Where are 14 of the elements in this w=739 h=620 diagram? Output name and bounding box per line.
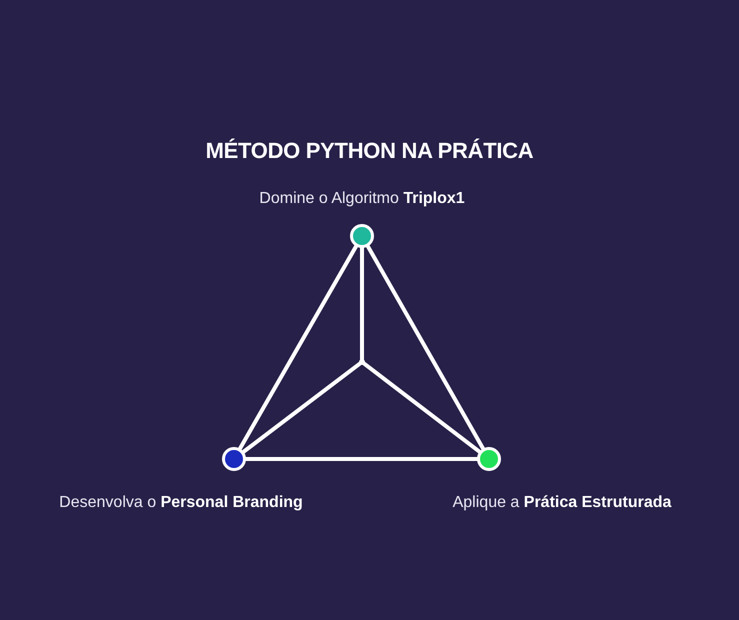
connector-line: [360, 246, 364, 361]
junction-dot: [359, 359, 365, 365]
connector-line: [244, 457, 479, 461]
connector-line: [242, 362, 362, 454]
vertex-dot: [477, 447, 501, 471]
vertex-label: Desenvolva o Personal Branding: [58, 494, 304, 512]
vertex-dot: [350, 224, 374, 248]
connector-line: [238, 244, 358, 451]
connector-line: [362, 362, 482, 454]
vertex-label: Domine o Algoritmo Triplox1: [258, 190, 466, 208]
connector-line: [366, 244, 486, 451]
vertex-dot: [222, 447, 246, 471]
vertex-label: Aplique a Prática Estruturada: [452, 494, 672, 512]
diagram-title: MÉTODO PYTHON NA PRÁTICA: [204, 138, 534, 164]
